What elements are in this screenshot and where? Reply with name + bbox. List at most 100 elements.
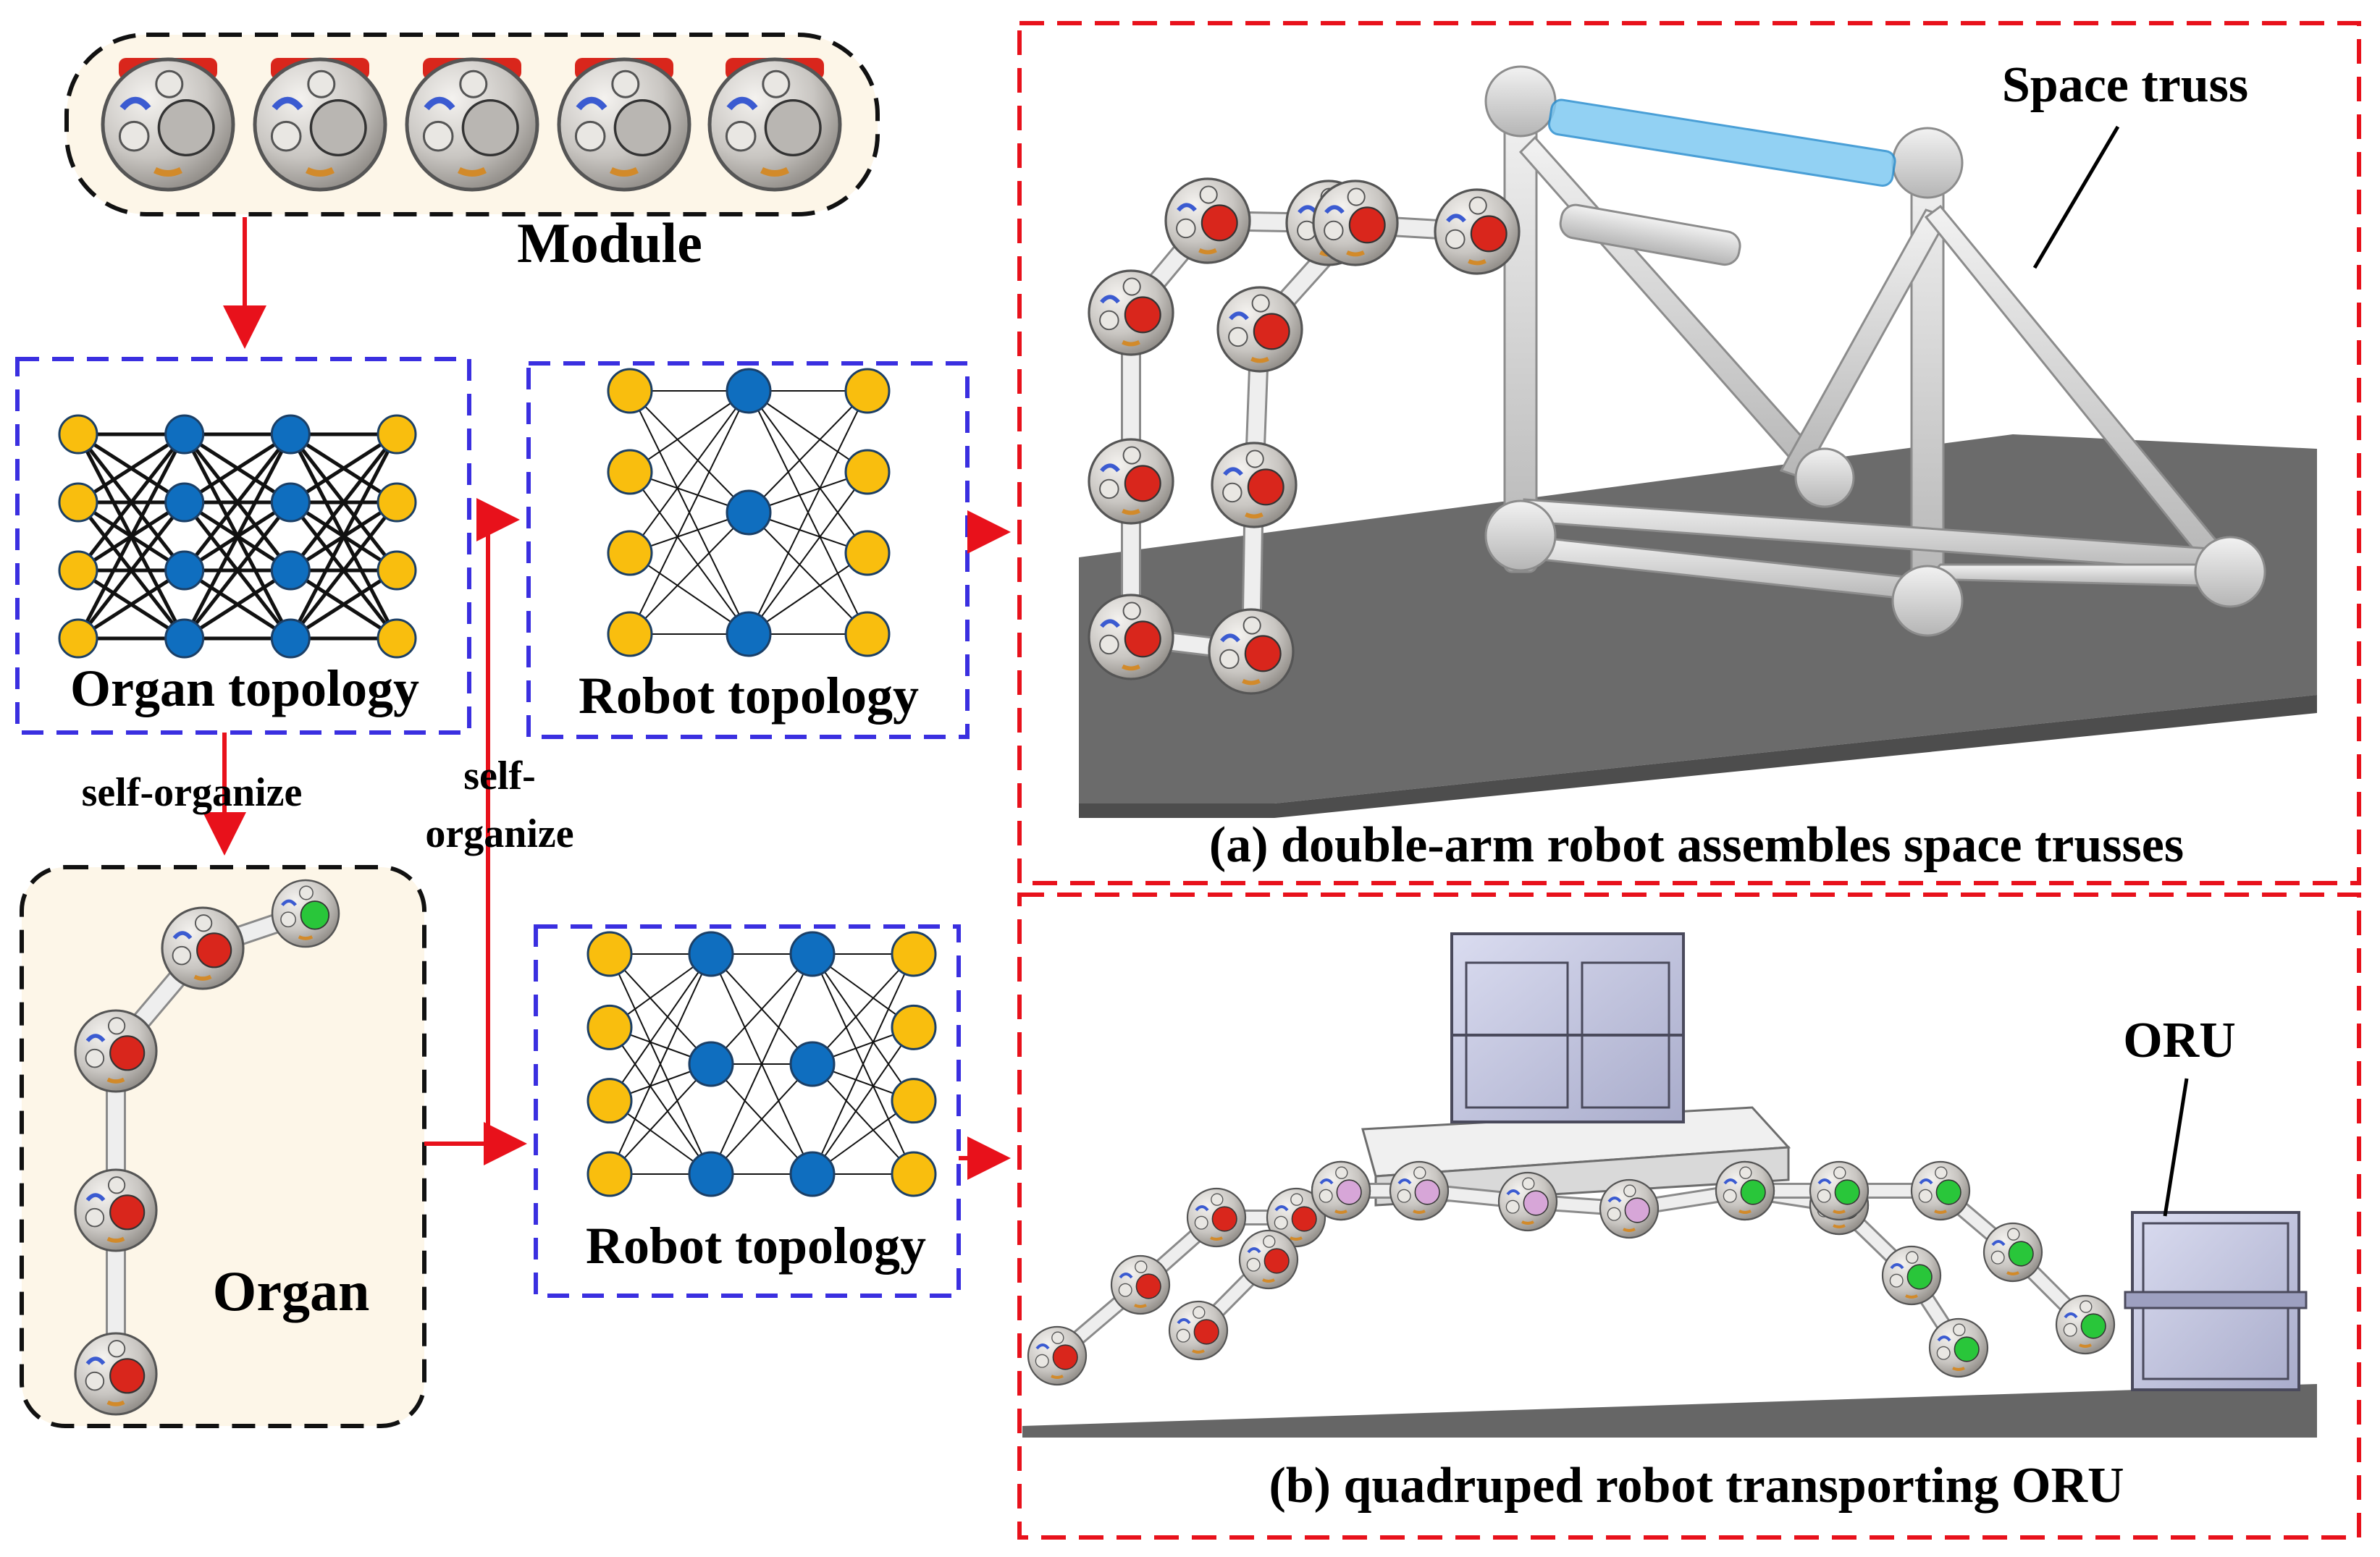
- network-edge: [748, 390, 868, 473]
- module-sphere: [74, 1009, 158, 1093]
- network-node-yellow: [607, 611, 653, 657]
- network-edge: [182, 501, 293, 640]
- space-truss-pointer: [2032, 125, 2120, 269]
- organ-topology-frame: [15, 357, 471, 735]
- network-edge: [710, 953, 813, 1065]
- network-node-yellow: [377, 414, 417, 455]
- network-edge: [182, 433, 293, 640]
- self-organize-left-label: self-organize: [82, 770, 303, 815]
- network-edge: [629, 552, 749, 635]
- self-organize-mid-label-line1: self-: [463, 754, 536, 798]
- module-sphere: [1238, 1229, 1299, 1290]
- module-sphere: [1311, 1160, 1371, 1221]
- network-edge: [289, 501, 398, 640]
- robot-topology-bottom-label: Robot topology: [586, 1217, 926, 1275]
- quadruped-robot: [1027, 1160, 2116, 1386]
- network-node-yellow: [891, 1078, 937, 1124]
- module-sphere: [1216, 286, 1303, 373]
- network-edge: [629, 390, 749, 513]
- network-node-yellow: [844, 611, 891, 657]
- network-node-yellow: [844, 368, 891, 414]
- network-node-yellow: [607, 530, 653, 576]
- network-node-yellow: [891, 931, 937, 977]
- module-sphere: [1110, 1254, 1171, 1315]
- network-edge: [183, 432, 292, 505]
- network-edge: [77, 568, 186, 641]
- oru-label: ORU: [2123, 1013, 2236, 1068]
- organ-topology-group: Organ topology: [15, 357, 471, 735]
- network-node-yellow: [891, 1151, 937, 1197]
- panel-a-frame: [1017, 21, 2361, 885]
- network-edge: [182, 433, 293, 572]
- organ-topology-network: [58, 414, 417, 659]
- network-node-yellow: [607, 449, 653, 495]
- network-node-yellow: [891, 1004, 937, 1050]
- network-edge: [748, 552, 868, 635]
- module-sphere: [1434, 188, 1521, 275]
- network-edge: [812, 1026, 914, 1175]
- network-node-yellow: [377, 550, 417, 591]
- network-edge: [609, 953, 712, 1175]
- flow-arrows: [203, 217, 1011, 1180]
- module-group: Module: [64, 33, 880, 274]
- network-edge: [77, 432, 186, 505]
- network-node-blue: [726, 489, 772, 536]
- module-sphere: [74, 1168, 158, 1252]
- network-edge: [812, 953, 914, 1102]
- robot-topology-bottom-frame: [534, 924, 961, 1298]
- network-node-yellow: [586, 1151, 633, 1197]
- module-sphere: [2055, 1294, 2116, 1355]
- network-node-blue: [270, 482, 311, 523]
- network-node-yellow: [377, 482, 417, 523]
- module-sphere: [1208, 608, 1295, 695]
- module-sphere: [1599, 1178, 1660, 1239]
- network-edge: [76, 433, 186, 640]
- module-sphere: [1088, 269, 1174, 356]
- module-sphere: [1186, 1187, 1247, 1248]
- network-node-yellow: [844, 530, 891, 576]
- network-node-blue: [270, 414, 311, 455]
- space-truss: [1484, 65, 2266, 637]
- module-sphere: [1312, 180, 1399, 266]
- module-sphere: [1389, 1160, 1450, 1221]
- network-node-blue: [164, 482, 205, 523]
- network-edge: [609, 953, 712, 1065]
- module-sphere: [707, 57, 842, 192]
- network-node-blue: [688, 1151, 734, 1197]
- network-edge: [289, 433, 399, 640]
- panel-a-ground-edge: [1079, 695, 2317, 818]
- module-sphere: [74, 1332, 158, 1416]
- network-node-yellow: [58, 618, 98, 659]
- organ-group: Organ: [20, 865, 426, 1428]
- network-edge: [629, 390, 749, 635]
- network-edge: [77, 501, 186, 640]
- network-node-blue: [789, 1041, 836, 1087]
- network-edge: [748, 512, 868, 635]
- network-node-yellow: [58, 482, 98, 523]
- network-edge: [629, 512, 749, 635]
- arrow-organ-to-robot-topology-top: [424, 498, 520, 1146]
- panel-a-ground: [1079, 434, 2317, 803]
- network-node-blue: [789, 931, 836, 977]
- network-edge: [812, 953, 914, 1175]
- robot-topology-top-network: [607, 368, 891, 657]
- module-label: Module: [517, 211, 702, 274]
- network-node-yellow: [58, 550, 98, 591]
- module-sphere: [1982, 1222, 2043, 1283]
- module-sphere: [101, 57, 235, 192]
- network-edge: [812, 1063, 914, 1175]
- panel-b-ground: [1022, 1384, 2317, 1438]
- oru-pointer: [2163, 1078, 2189, 1217]
- module-sphere: [1164, 177, 1251, 264]
- module-sphere: [271, 879, 340, 948]
- network-edge: [748, 471, 868, 635]
- network-node-blue: [270, 550, 311, 591]
- network-edge: [710, 1063, 813, 1175]
- panel-b-frame: [1017, 893, 2361, 1540]
- module-sphere: [1928, 1317, 1989, 1378]
- network-edge: [748, 390, 868, 554]
- network-node-yellow: [607, 368, 653, 414]
- network-node-yellow: [586, 1078, 633, 1124]
- organ-topology-label: Organ topology: [70, 659, 419, 717]
